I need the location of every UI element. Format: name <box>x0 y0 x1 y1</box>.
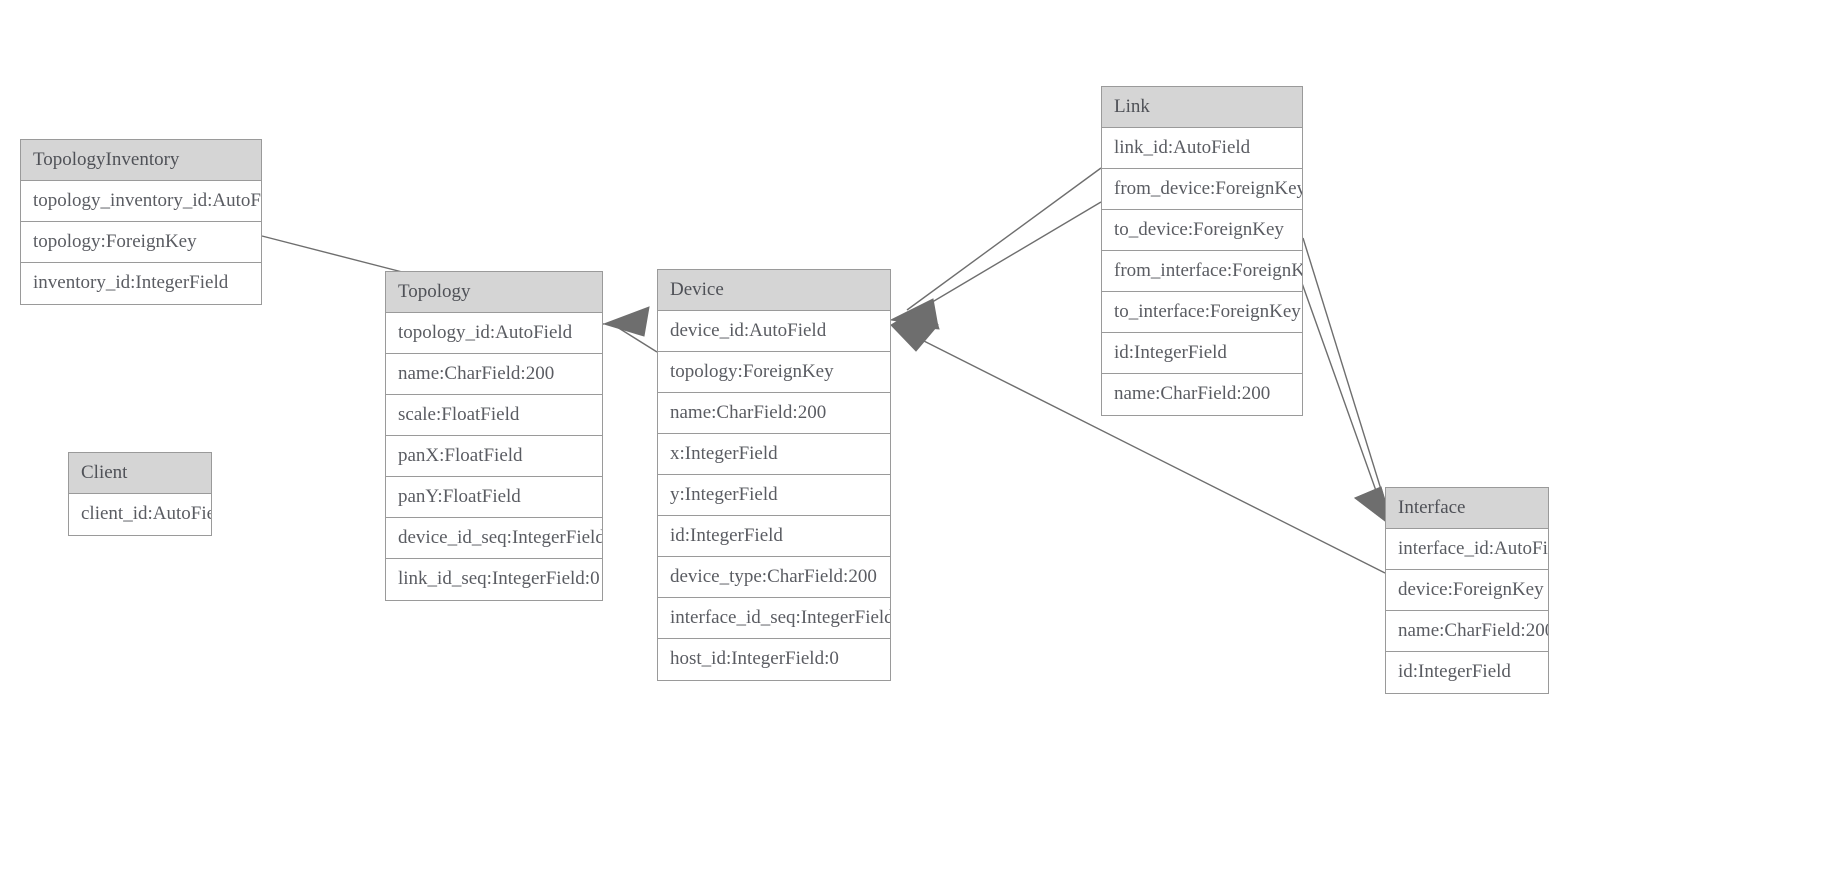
relationship-edge <box>1302 237 1394 529</box>
entity-field[interactable]: name:CharField:200 <box>658 393 890 434</box>
entity-title-topology_inventory: TopologyInventory <box>21 140 261 181</box>
entity-field[interactable]: panY:FloatField <box>386 477 602 518</box>
entity-title-topology: Topology <box>386 272 602 313</box>
entity-title-device: Device <box>658 270 890 311</box>
entity-field[interactable]: name:CharField:200 <box>1386 611 1548 652</box>
entity-field[interactable]: id:IntegerField <box>1386 652 1548 693</box>
entity-field[interactable]: topology_inventory_id:AutoField <box>21 181 261 222</box>
relationship-arrowhead-icon <box>602 306 650 337</box>
entity-field[interactable]: link_id:AutoField <box>1102 128 1302 169</box>
relationship-line <box>906 167 1102 311</box>
relationship-arrowhead-icon <box>889 298 939 328</box>
relationship-line <box>1297 271 1386 517</box>
entity-fields-client: client_id:AutoField <box>69 494 211 535</box>
entity-field[interactable]: device_id_seq:IntegerField:0 <box>386 518 602 559</box>
entity-field[interactable]: topology_id:AutoField <box>386 313 602 354</box>
relationship-edge <box>889 201 1102 330</box>
entity-field[interactable]: from_interface:ForeignKey <box>1102 251 1302 292</box>
relationship-line <box>616 326 658 353</box>
entity-field[interactable]: interface_id_seq:IntegerField:0 <box>658 598 890 639</box>
entity-field[interactable]: interface_id:AutoField <box>1386 529 1548 570</box>
entity-field[interactable]: y:IntegerField <box>658 475 890 516</box>
entity-fields-interface: interface_id:AutoFielddevice:ForeignKeyn… <box>1386 529 1548 693</box>
relationship-edge <box>602 306 658 353</box>
entity-field[interactable]: scale:FloatField <box>386 395 602 436</box>
entity-interface[interactable]: Interfaceinterface_id:AutoFielddevice:Fo… <box>1385 487 1549 694</box>
entity-title-link: Link <box>1102 87 1302 128</box>
relationship-edge <box>889 167 1102 328</box>
entity-fields-topology_inventory: topology_inventory_id:AutoFieldtopology:… <box>21 181 261 304</box>
entity-field[interactable]: device_id:AutoField <box>658 311 890 352</box>
entity-field[interactable]: to_interface:ForeignKey <box>1102 292 1302 333</box>
entity-field[interactable]: link_id_seq:IntegerField:0 <box>386 559 602 600</box>
entity-field[interactable]: device_type:CharField:200 <box>658 557 890 598</box>
entity-title-interface: Interface <box>1386 488 1548 529</box>
entity-field[interactable]: topology:ForeignKey <box>21 222 261 263</box>
entity-field[interactable]: from_device:ForeignKey <box>1102 169 1302 210</box>
entity-field[interactable]: topology:ForeignKey <box>658 352 890 393</box>
entity-field[interactable]: inventory_id:IntegerField <box>21 263 261 304</box>
entity-field[interactable]: device:ForeignKey <box>1386 570 1548 611</box>
relationship-line <box>906 201 1102 318</box>
entity-field[interactable]: id:IntegerField <box>1102 333 1302 374</box>
entity-field[interactable]: x:IntegerField <box>658 434 890 475</box>
relationship-arrowhead-icon <box>889 300 940 330</box>
entity-field[interactable]: host_id:IntegerField:0 <box>658 639 890 680</box>
entity-field[interactable]: name:CharField:200 <box>1102 374 1302 415</box>
entity-field[interactable]: panX:FloatField <box>386 436 602 477</box>
entity-field[interactable]: to_device:ForeignKey <box>1102 210 1302 251</box>
relationship-arrowhead-icon <box>889 324 940 352</box>
relationship-edge <box>1297 271 1394 529</box>
entity-field[interactable]: id:IntegerField <box>658 516 890 557</box>
entity-field[interactable]: name:CharField:200 <box>386 354 602 395</box>
entity-field[interactable]: client_id:AutoField <box>69 494 211 535</box>
relationship-line <box>1302 237 1389 513</box>
entity-title-client: Client <box>69 453 211 494</box>
